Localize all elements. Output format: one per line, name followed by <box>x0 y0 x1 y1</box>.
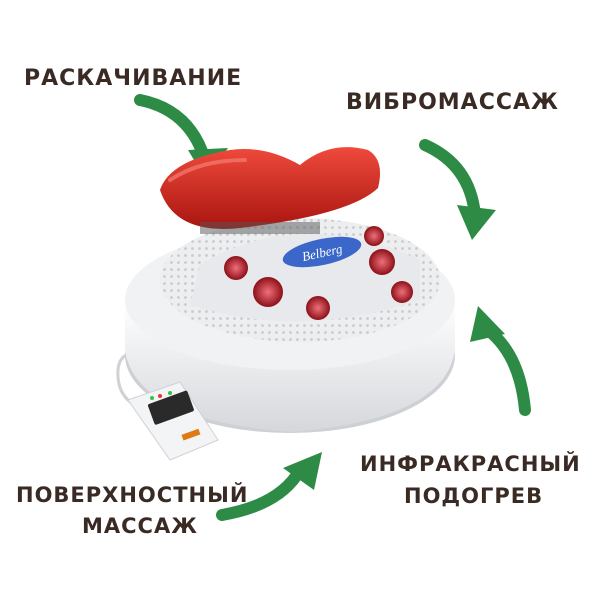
arrow-surface <box>216 452 322 521</box>
label-vibro: ВИБРОМАССАЖ <box>346 90 559 115</box>
red-roller <box>160 147 381 234</box>
arrow-infrared <box>470 306 531 416</box>
label-surface-line2: МАССАЖ <box>82 514 198 538</box>
label-infrared-line2: ПОДОГРЕВ <box>404 484 544 508</box>
label-infrared-line1: ИНФРАКРАСНЫЙ <box>360 452 581 476</box>
infrared-heaters <box>224 226 413 320</box>
label-surface-line1: ПОВЕРХНОСТНЫЙ <box>16 483 249 507</box>
brand-badge: Belberg <box>282 236 362 268</box>
label-swinging: РАСКАЧИВАНИЕ <box>24 66 243 91</box>
remote-control <box>127 381 219 461</box>
arrow-vibro <box>419 139 496 240</box>
